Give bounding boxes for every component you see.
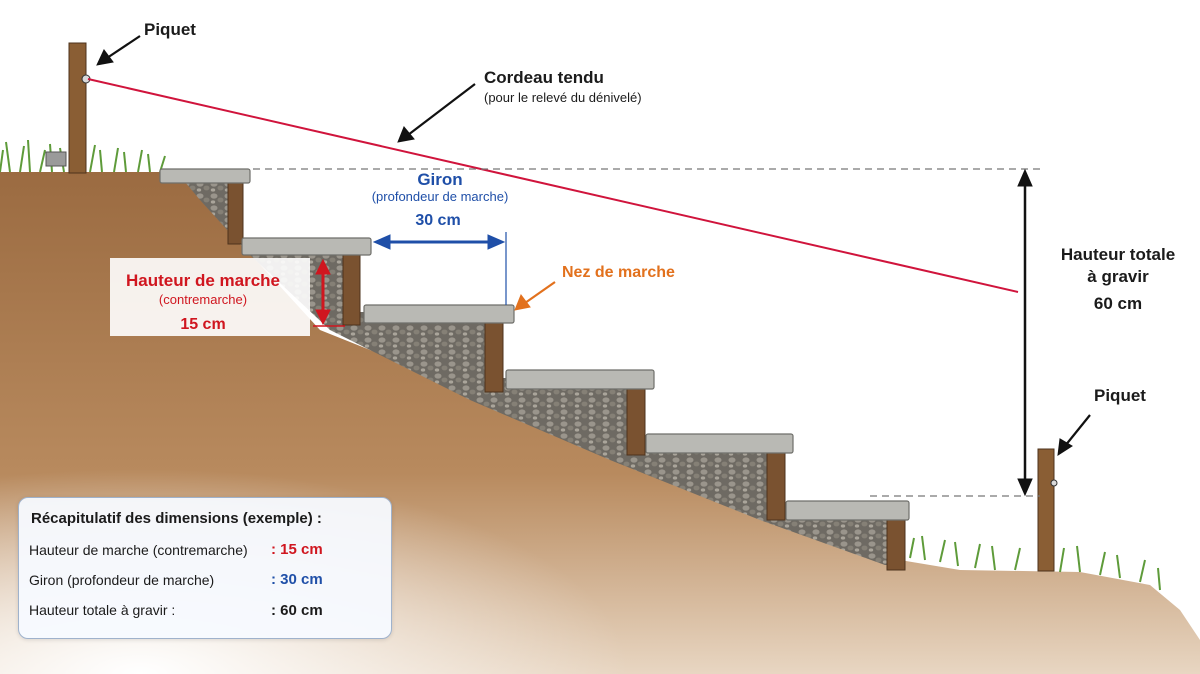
gravel-bed <box>185 182 905 565</box>
level-tool <box>45 151 67 167</box>
summary-title: Récapitulatif des dimensions (exemple) : <box>31 510 322 527</box>
nosing-arrow <box>514 281 556 311</box>
summary-total-label: Hauteur totale à gravir : <box>29 602 176 618</box>
nosing-label: Nez de marche <box>562 264 675 281</box>
total-height-arrow <box>1017 168 1033 497</box>
stake-bottom-screw <box>1050 479 1058 487</box>
summary-total-value: : 60 cm <box>271 602 323 619</box>
tread-value: 30 cm <box>415 212 461 229</box>
summary-riser-value: : 15 cm <box>271 541 323 558</box>
tread-subtitle: (profondeur de marche) <box>371 189 509 204</box>
riser-value: 15 cm <box>180 316 226 333</box>
total-height-line2: à gravir <box>1087 267 1149 286</box>
tread-depth-arrow <box>372 232 507 305</box>
summary-riser-label: Hauteur de marche (contremarche) <box>29 542 248 558</box>
grass-bottom <box>909 535 1161 591</box>
summary-panel: Récapitulatif des dimensions (exemple) :… <box>18 497 392 639</box>
pointer-arrows <box>96 35 1091 456</box>
taut-string <box>87 78 1019 293</box>
string-subtitle: (pour le relevé du dénivelé) <box>484 90 642 105</box>
string-title: Cordeau tendu <box>484 68 604 87</box>
stake-bottom <box>1037 448 1055 572</box>
stake-top-label: Piquet <box>144 20 196 39</box>
riser-subtitle: (contremarche) <box>158 292 248 307</box>
total-height-line1: Hauteur totale <box>1060 245 1176 264</box>
tread-title: Giron <box>417 170 463 189</box>
total-height-value: 60 cm <box>1093 294 1143 313</box>
wood-risers <box>227 181 906 571</box>
stake-top <box>68 42 87 174</box>
riser-title: Hauteur de marche <box>126 271 280 290</box>
summary-tread-value: : 30 cm <box>271 571 323 588</box>
stone-treads <box>159 168 910 521</box>
stake-bottom-label: Piquet <box>1094 386 1146 405</box>
riser-height-arrow <box>110 258 345 336</box>
summary-tread-label: Giron (profondeur de marche) <box>29 572 215 588</box>
